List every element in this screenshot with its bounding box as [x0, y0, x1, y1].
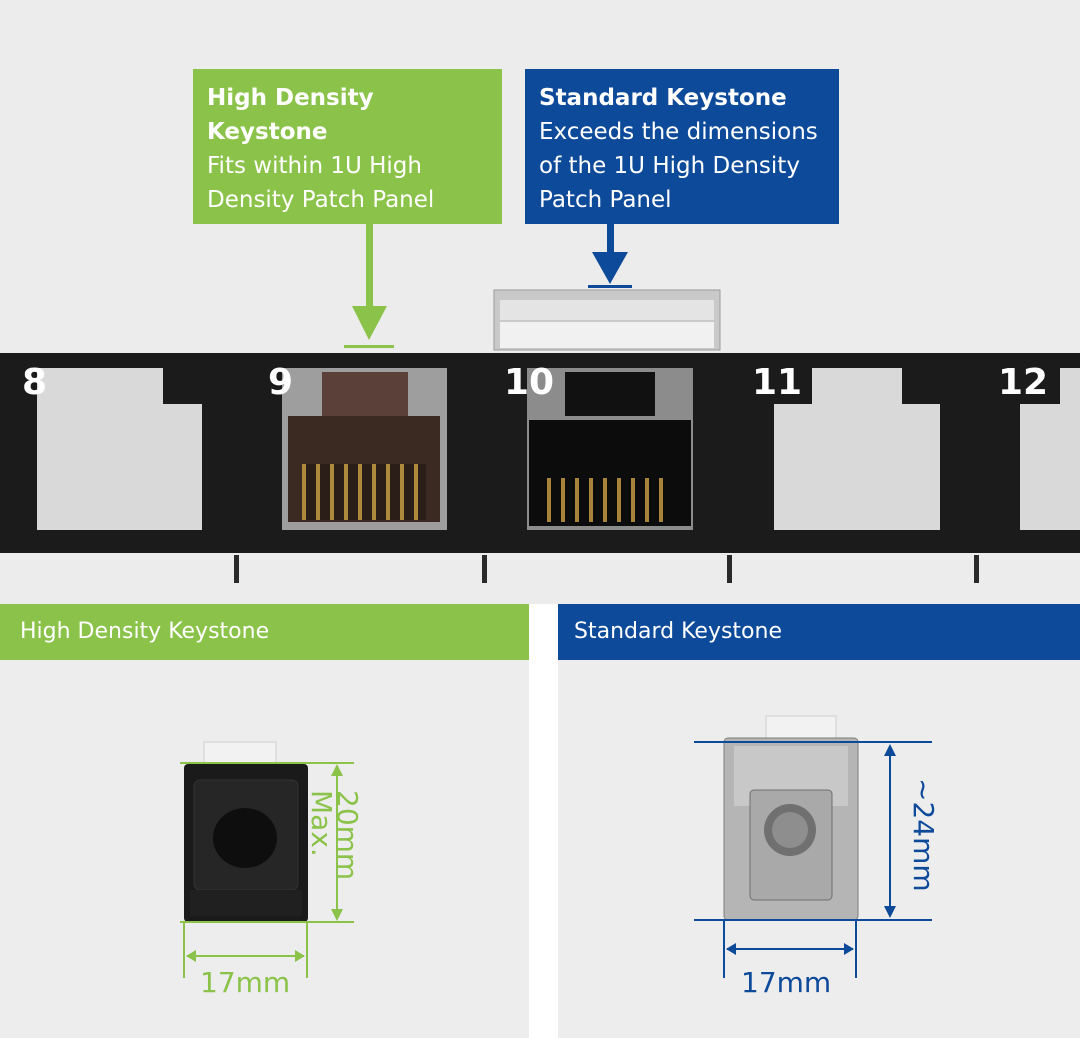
callout-line: Fits within 1U High [207, 153, 422, 179]
callout-title: High Density Keystone [207, 85, 374, 145]
panel-mount-tab [974, 555, 979, 583]
callout-line: Exceeds the dimensions [539, 119, 818, 145]
panel-mount-tab [482, 555, 487, 583]
standard-height-label: ~24mm [907, 778, 940, 892]
port-number: 9 [268, 362, 294, 403]
panel-mount-tab [727, 555, 732, 583]
standard-callout: Standard Keystone Exceeds the dimensions… [525, 69, 839, 224]
green-arrow-icon [344, 224, 394, 348]
callout-line: Patch Panel [539, 187, 672, 213]
callout-line: of the 1U High Density [539, 153, 800, 179]
callout-line: Density Patch Panel [207, 187, 435, 213]
height-note: Max. [305, 790, 338, 857]
port-9-keystone [282, 368, 447, 530]
hd-keystone-diagram [180, 741, 354, 978]
standard-section-title: Standard Keystone [558, 604, 1080, 660]
port-number: 10 [504, 362, 555, 403]
port-number: 12 [998, 362, 1049, 403]
width-dimension [723, 920, 857, 978]
port-cutout [37, 368, 163, 408]
port-number: 11 [752, 362, 803, 403]
port-cutout [37, 404, 202, 530]
hd-section-title: High Density Keystone [0, 604, 529, 660]
port-cutout [1060, 368, 1080, 408]
height-dimension [694, 741, 932, 921]
hd-width-label: 17mm [200, 966, 291, 999]
height-dimension [180, 762, 354, 923]
blue-arrow-icon [588, 224, 632, 288]
port-cutout [1020, 404, 1080, 530]
port-cutout [812, 368, 902, 408]
section-divider [529, 604, 558, 1038]
high-density-callout: High Density Keystone Fits within 1U Hig… [193, 69, 502, 224]
port-10-keystone [527, 368, 693, 530]
port-cutout [774, 404, 940, 530]
standard-keystone-diagram [694, 715, 932, 978]
callout-title: Standard Keystone [539, 85, 787, 111]
callout-arrows [344, 224, 721, 351]
hd-height-label: 20mm Max. [300, 790, 364, 920]
standard-keystone-top [493, 289, 721, 351]
standard-width-label: 17mm [741, 966, 832, 999]
width-dimension [183, 922, 308, 978]
panel-mount-tab [234, 555, 239, 583]
port-number: 8 [22, 362, 48, 403]
